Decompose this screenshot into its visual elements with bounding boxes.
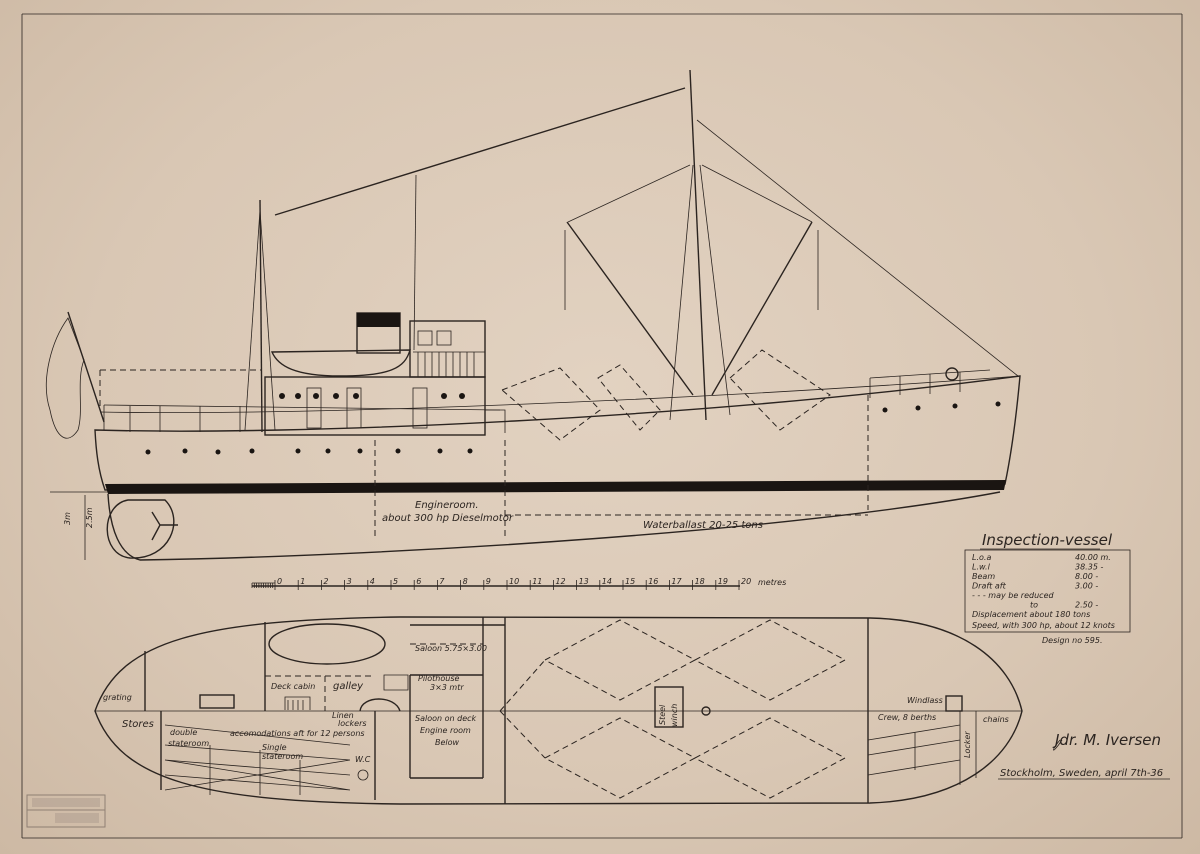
stores-label: Stores xyxy=(122,719,154,730)
wc-label: W.C xyxy=(355,755,371,764)
signature: Jdr. M. Iversen xyxy=(1052,731,1161,749)
scale-unit-label: metres xyxy=(758,578,786,587)
specification-block: Inspection-vessel L.o.a 40.00 m. L.w.l 38.3… xyxy=(964,531,1131,645)
side-profile-view: 3m 2.5m xyxy=(45,69,1021,561)
scale-tick-label: 0 xyxy=(277,577,282,586)
scale-tick-label: 4 xyxy=(370,577,375,586)
spec-value: 40.00 m. xyxy=(1075,553,1111,562)
scale-tick-label: 10 xyxy=(509,577,519,586)
scale-tick-label: 18 xyxy=(695,577,705,586)
scale-tick-label: 15 xyxy=(625,577,635,586)
wheelhouse xyxy=(409,320,486,378)
engine-detail-label: about 300 hp Dieselmotor xyxy=(382,513,514,524)
design-number: Design no 595. xyxy=(1042,636,1102,645)
below-label: Below xyxy=(435,738,460,747)
scale-tick-label: 20 xyxy=(741,577,751,586)
speed-text: Speed, with 300 hp, about 12 knots xyxy=(972,621,1115,630)
museum-stamp xyxy=(26,794,106,828)
engine-room-label: Engine room xyxy=(420,726,471,735)
scale-tick-label: 6 xyxy=(416,577,421,586)
spec-label: L.o.a xyxy=(972,553,991,562)
scale-tick-label: 2 xyxy=(323,577,328,586)
plan-labels: grating Stores Deck cabin galley Saloon … xyxy=(103,644,1009,764)
aft-mast xyxy=(259,199,263,433)
scale-tick-label: 7 xyxy=(439,577,445,586)
scale-tick-label: 17 xyxy=(671,577,682,586)
fore-derrick xyxy=(711,221,813,396)
deckhouse xyxy=(264,376,486,436)
scale-tick-label: 13 xyxy=(579,577,589,586)
windlass-label: Windlass xyxy=(907,696,943,705)
scale-tick-label: 11 xyxy=(532,577,542,586)
pilothouse-size-label: 3×3 mtr xyxy=(430,683,464,692)
chains-label: chains xyxy=(983,715,1009,724)
lifeboat xyxy=(270,349,411,377)
spec-label: Draft aft xyxy=(972,582,1007,591)
aft-boom xyxy=(274,87,686,216)
winch-label: winch xyxy=(670,704,679,727)
scale-tick-label: 9 xyxy=(486,577,491,586)
scale-tick-label: 5 xyxy=(393,577,398,586)
locker-label: Locker xyxy=(963,731,972,758)
double-label: double xyxy=(170,728,197,737)
double-stateroom-label: stateroom xyxy=(168,739,209,748)
steel-label: Steel xyxy=(658,704,667,725)
flag-icon xyxy=(45,311,105,439)
displacement-text: Displacement about 180 tons xyxy=(972,610,1090,619)
spec-label: - - - may be reduced xyxy=(972,591,1054,600)
draft-3m-label: 3m xyxy=(63,512,72,525)
spec-value: 38.35 - xyxy=(1075,563,1103,572)
scale-tick-label: 8 xyxy=(463,577,468,586)
engineroom-label: Engineroom. xyxy=(415,500,479,511)
scale-tick-label: 14 xyxy=(602,577,612,586)
spec-label: L.w.l xyxy=(972,563,991,572)
steel-winch xyxy=(654,686,684,728)
grating-label: grating xyxy=(103,693,132,702)
main-mast xyxy=(689,69,707,421)
scale-tick-label: 16 xyxy=(648,577,658,586)
single-label: Single xyxy=(262,743,287,752)
water-ballast-label: Waterballast 20-25 tons xyxy=(643,520,763,531)
plan-hull-outline xyxy=(94,616,1023,805)
galley-label: galley xyxy=(333,681,364,692)
draft-25m-label: 2.5m xyxy=(85,507,94,528)
saloon-size-label: Saloon 5.75×3.00 xyxy=(415,644,487,653)
boot-top-stripe xyxy=(105,480,1006,494)
crew-berths-label: Crew, 8 berths xyxy=(878,713,936,722)
linen-label: Linen xyxy=(332,711,354,720)
spec-label: to xyxy=(1030,601,1038,610)
spec-value: 3.00 - xyxy=(1075,582,1098,591)
scale-tick-label: 1 xyxy=(300,577,305,586)
spec-value: 8.00 - xyxy=(1075,572,1098,581)
spec-label: Beam xyxy=(972,572,995,581)
scale-tick-label: 3 xyxy=(347,577,352,586)
pilothouse-label: Pilothouse xyxy=(418,674,460,683)
lockers-label: lockers xyxy=(338,719,367,728)
scale-tick-label: 19 xyxy=(718,577,728,586)
single-stateroom-label: stateroom xyxy=(262,752,303,761)
scale-tick-label: 12 xyxy=(555,577,565,586)
vessel-title: Inspection-vessel xyxy=(982,531,1113,549)
aft-derrick xyxy=(566,221,694,396)
sheet-border xyxy=(21,13,1183,839)
accommodations-label: accomodations aft for 12 persons xyxy=(230,729,365,738)
place-date-text: Stockholm, Sweden, april 7th-36 xyxy=(1000,768,1163,779)
portholes xyxy=(145,393,1001,455)
saloon-on-deck-label: Saloon on deck xyxy=(415,714,477,723)
spec-value: 2.50 - xyxy=(1075,601,1098,610)
hull xyxy=(94,375,1021,491)
deck-cabin-label: Deck cabin xyxy=(271,682,315,691)
deck-plan-view xyxy=(94,616,1023,805)
